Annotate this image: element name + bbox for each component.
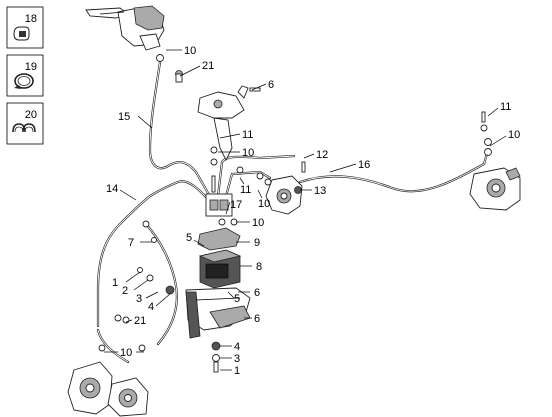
legend-box-18: 18 <box>6 6 44 49</box>
callout-17: 17 <box>230 199 242 211</box>
front-caliper-right <box>107 377 149 417</box>
callout-2: 2 <box>122 285 128 297</box>
callouts: 10 21 6 15 11 10 12 16 11 10 13 11 10 14… <box>106 45 520 377</box>
abs-bracket <box>185 287 251 339</box>
callout-7: 7 <box>128 237 134 249</box>
double-clip-icon <box>12 123 36 133</box>
callout-4: 4 <box>148 301 154 313</box>
callout-15: 15 <box>118 111 130 123</box>
hose-front-left <box>144 222 178 346</box>
front-caliper-left <box>67 361 113 415</box>
legend-number-19: 19 <box>25 61 37 73</box>
front-master-cylinder <box>85 5 165 51</box>
callout-10: 10 <box>242 147 254 159</box>
callout-4: 4 <box>234 341 240 353</box>
callout-21: 21 <box>202 60 214 72</box>
hose-clip-icon <box>13 26 30 41</box>
callout-8: 8 <box>256 261 262 273</box>
callout-11: 11 <box>242 129 253 141</box>
legend-box-20: 20 <box>6 102 44 145</box>
leader-lines <box>104 49 507 371</box>
callout-10: 10 <box>184 45 196 57</box>
abs-unit <box>197 227 242 289</box>
callout-6: 6 <box>268 79 274 91</box>
callout-11: 11 <box>240 184 251 196</box>
callout-14: 14 <box>106 183 118 195</box>
callout-6: 6 <box>254 313 260 325</box>
callout-10: 10 <box>252 217 264 229</box>
hose-16 <box>298 148 490 193</box>
callout-6: 6 <box>254 287 260 299</box>
callout-13: 13 <box>314 185 326 197</box>
hose-rear-pipe <box>216 154 296 198</box>
callout-3: 3 <box>136 293 142 305</box>
rear-caliper <box>265 175 303 215</box>
callout-21: 21 <box>134 315 146 327</box>
rear-master-cylinder <box>197 85 249 162</box>
callout-10: 10 <box>508 129 520 141</box>
callout-1: 1 <box>234 365 240 377</box>
banjo-fittings <box>98 54 492 373</box>
callout-5: 5 <box>186 232 192 244</box>
hose-lower-left <box>96 328 130 364</box>
right-caliper <box>469 167 521 211</box>
callout-12: 12 <box>316 149 328 161</box>
legend-number-20: 20 <box>25 109 37 121</box>
callout-5: 5 <box>234 293 240 305</box>
callout-10: 10 <box>120 347 132 359</box>
hose-14 <box>96 180 214 328</box>
hose-clamp-icon <box>14 73 34 89</box>
callout-9: 9 <box>254 237 260 249</box>
callout-3: 3 <box>234 353 240 365</box>
legend-box-19: 19 <box>6 54 44 97</box>
hose-15 <box>148 60 214 202</box>
callout-10: 10 <box>258 198 270 210</box>
distribution-block <box>205 193 233 217</box>
callout-16: 16 <box>358 159 370 171</box>
callout-11: 11 <box>500 101 511 113</box>
callout-1: 1 <box>112 277 118 289</box>
legend-number-18: 18 <box>25 13 37 25</box>
